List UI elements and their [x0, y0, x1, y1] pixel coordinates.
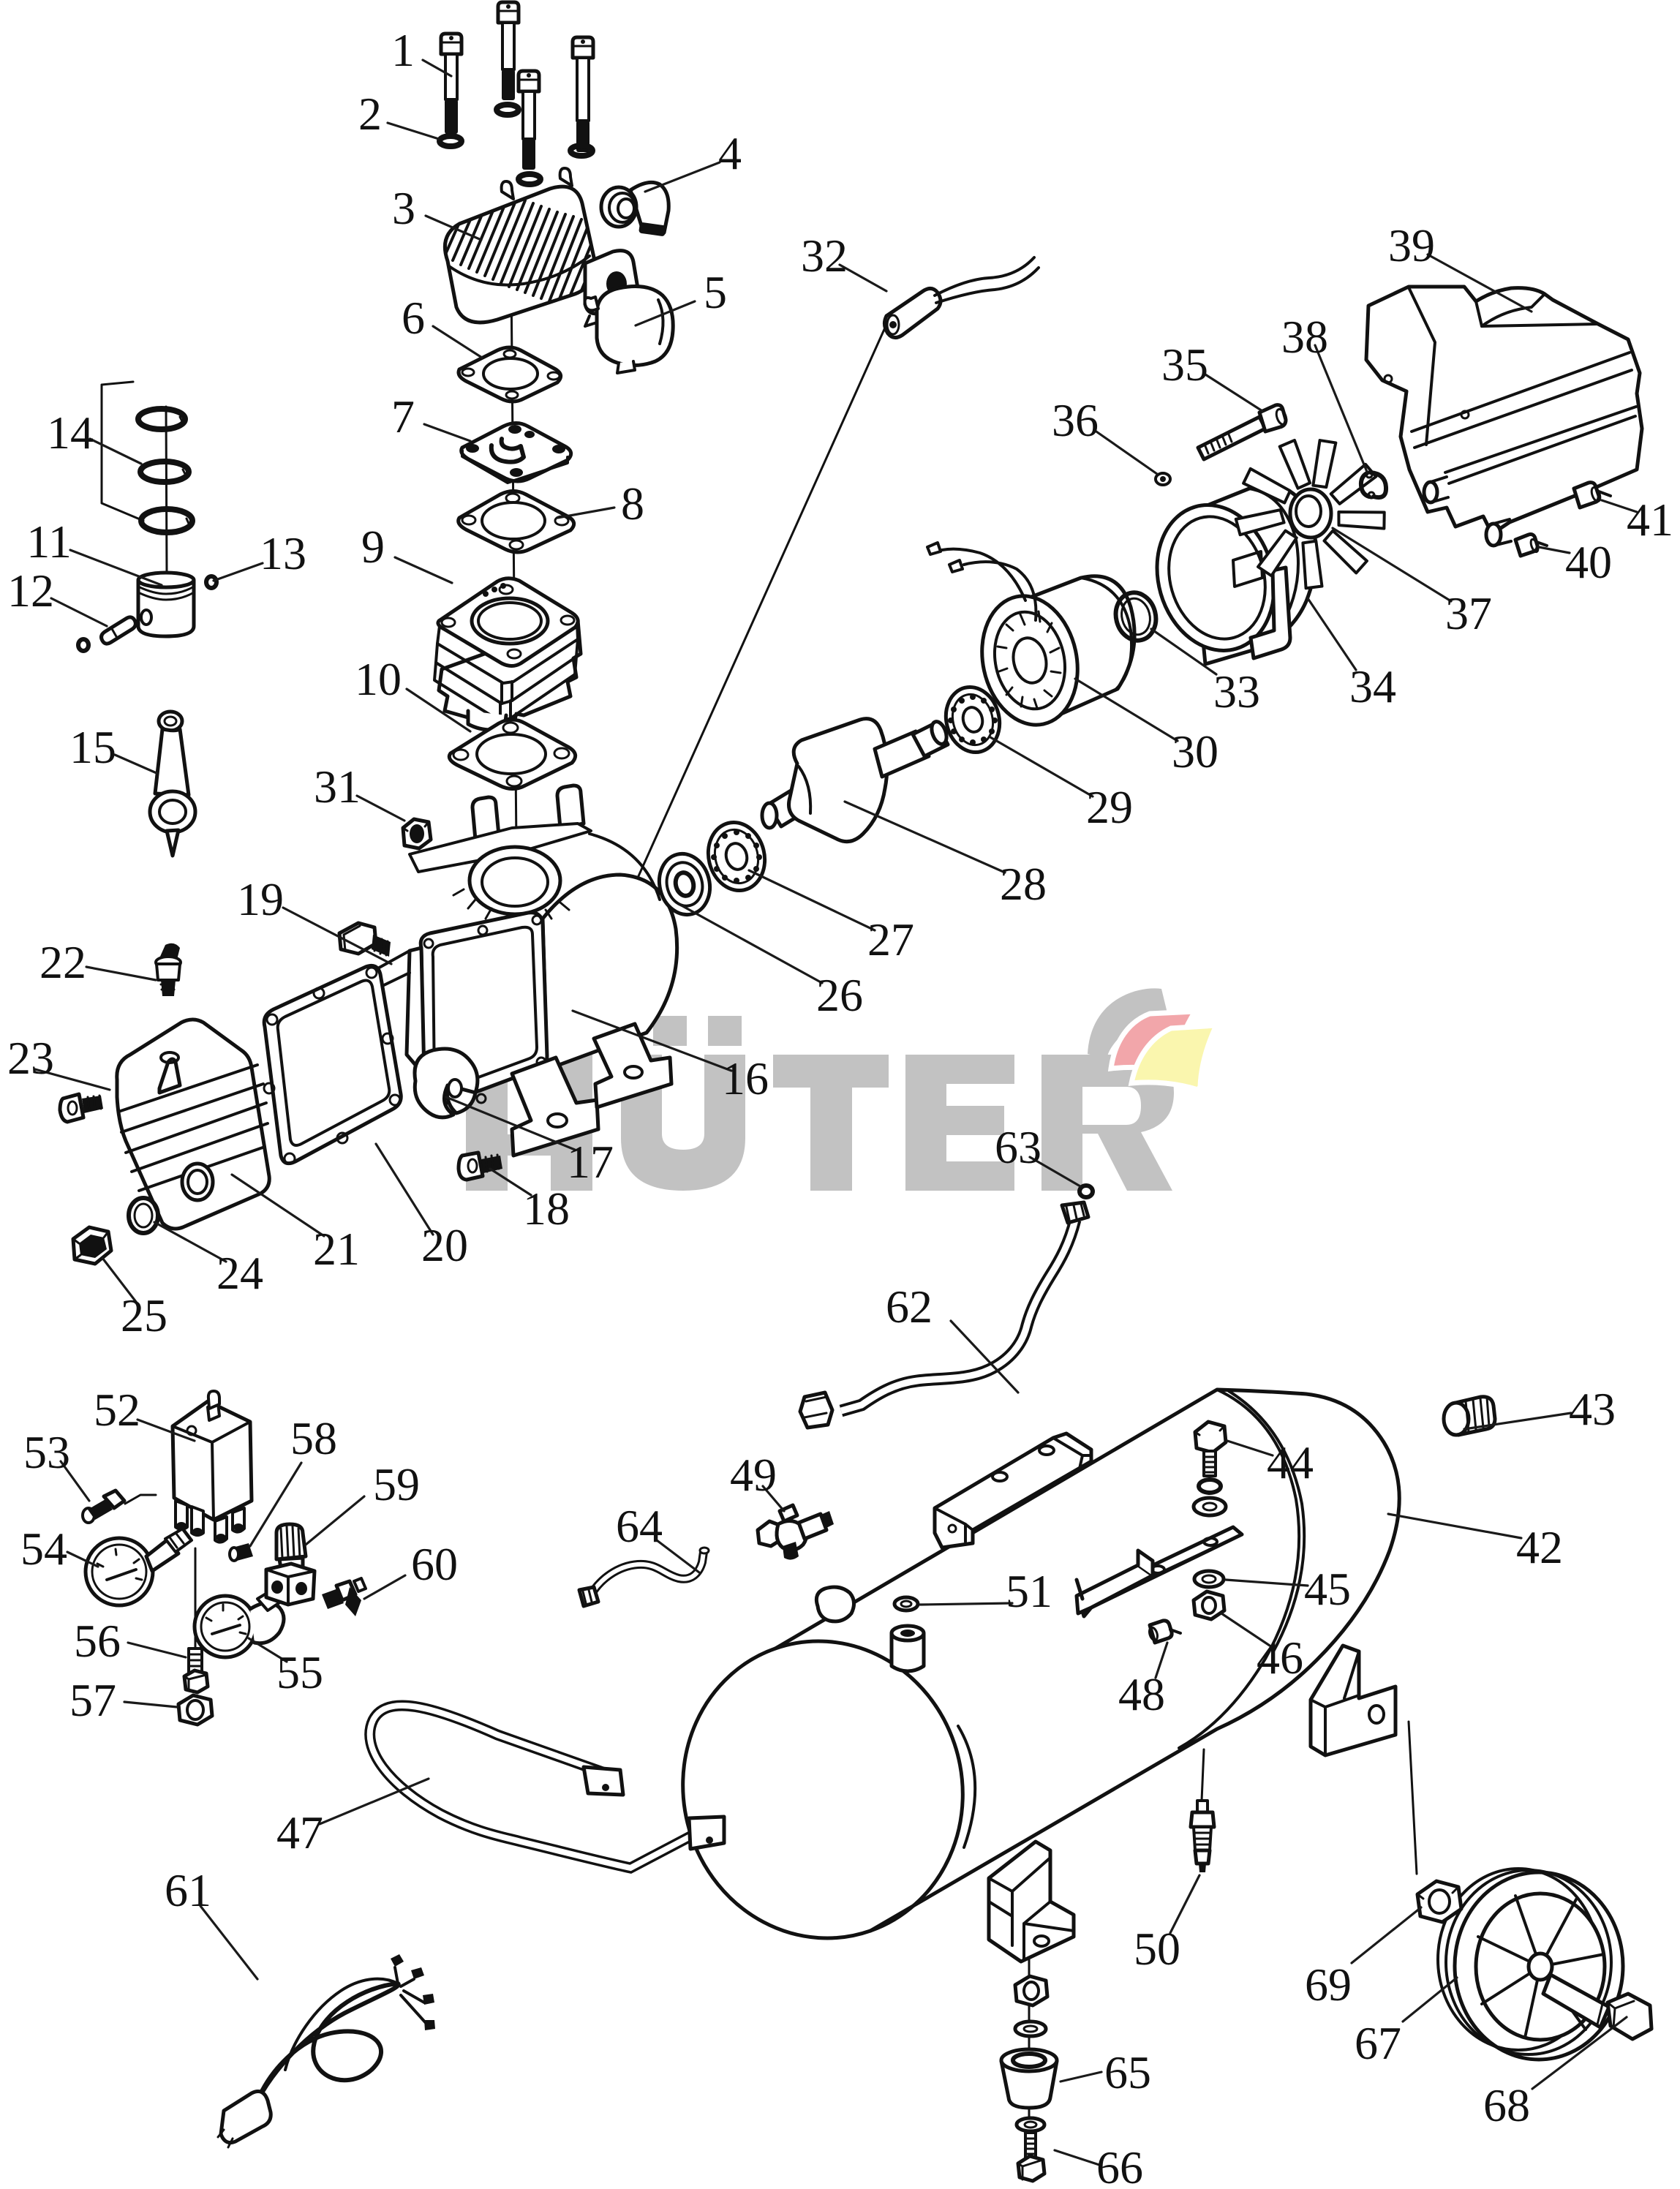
- svg-text:57: 57: [69, 1674, 116, 1726]
- svg-text:6: 6: [402, 292, 425, 344]
- svg-text:49: 49: [730, 1449, 777, 1501]
- svg-text:4: 4: [718, 127, 742, 179]
- svg-text:58: 58: [290, 1412, 337, 1464]
- svg-text:9: 9: [361, 521, 385, 573]
- svg-text:25: 25: [121, 1289, 167, 1341]
- svg-text:32: 32: [801, 230, 848, 282]
- svg-text:64: 64: [616, 1500, 663, 1552]
- svg-text:19: 19: [237, 873, 284, 925]
- svg-text:42: 42: [1516, 1521, 1563, 1573]
- svg-text:14: 14: [47, 407, 94, 459]
- svg-text:36: 36: [1052, 394, 1099, 446]
- svg-text:60: 60: [411, 1538, 458, 1590]
- svg-text:17: 17: [567, 1136, 614, 1188]
- svg-text:13: 13: [260, 527, 306, 579]
- svg-text:51: 51: [1006, 1565, 1052, 1617]
- svg-text:67: 67: [1355, 2017, 1401, 2069]
- svg-text:56: 56: [74, 1615, 121, 1667]
- svg-text:12: 12: [7, 565, 54, 617]
- svg-text:59: 59: [373, 1458, 420, 1510]
- svg-text:39: 39: [1388, 219, 1435, 271]
- svg-text:22: 22: [39, 936, 86, 988]
- svg-text:16: 16: [722, 1052, 769, 1104]
- svg-text:69: 69: [1305, 1959, 1352, 2011]
- svg-text:2: 2: [358, 88, 382, 140]
- svg-text:7: 7: [391, 391, 415, 442]
- svg-text:20: 20: [421, 1219, 468, 1271]
- svg-text:54: 54: [20, 1523, 67, 1575]
- svg-text:35: 35: [1161, 339, 1208, 391]
- svg-text:38: 38: [1281, 311, 1328, 363]
- svg-text:44: 44: [1267, 1436, 1314, 1488]
- svg-text:46: 46: [1257, 1632, 1303, 1684]
- svg-text:68: 68: [1483, 2079, 1530, 2131]
- svg-text:66: 66: [1096, 2141, 1143, 2189]
- svg-text:48: 48: [1118, 1668, 1165, 1720]
- svg-text:11: 11: [26, 516, 72, 568]
- svg-text:30: 30: [1172, 726, 1218, 777]
- svg-text:21: 21: [313, 1223, 360, 1275]
- svg-text:24: 24: [216, 1247, 263, 1299]
- svg-text:3: 3: [392, 182, 415, 234]
- svg-text:34: 34: [1349, 660, 1396, 712]
- svg-text:29: 29: [1086, 781, 1133, 833]
- svg-text:26: 26: [816, 969, 863, 1021]
- svg-text:5: 5: [704, 266, 727, 318]
- svg-text:23: 23: [7, 1032, 54, 1084]
- svg-text:33: 33: [1213, 666, 1260, 717]
- svg-text:53: 53: [23, 1426, 70, 1478]
- svg-text:28: 28: [1000, 858, 1047, 910]
- svg-text:40: 40: [1565, 536, 1612, 588]
- svg-text:10: 10: [355, 653, 402, 705]
- svg-text:55: 55: [276, 1646, 323, 1698]
- svg-text:18: 18: [523, 1183, 570, 1235]
- svg-text:62: 62: [886, 1281, 933, 1333]
- svg-text:65: 65: [1104, 2046, 1151, 2098]
- svg-text:61: 61: [165, 1864, 211, 1916]
- svg-text:47: 47: [276, 1806, 323, 1858]
- svg-text:15: 15: [69, 721, 116, 773]
- svg-text:50: 50: [1134, 1923, 1180, 1975]
- svg-text:63: 63: [995, 1121, 1041, 1173]
- svg-text:1: 1: [391, 24, 415, 76]
- svg-text:27: 27: [867, 913, 914, 965]
- svg-text:41: 41: [1627, 494, 1673, 546]
- svg-text:43: 43: [1569, 1383, 1616, 1435]
- svg-text:45: 45: [1304, 1563, 1351, 1615]
- svg-text:52: 52: [94, 1384, 140, 1436]
- svg-text:8: 8: [621, 478, 644, 530]
- svg-text:31: 31: [314, 761, 361, 813]
- svg-text:37: 37: [1445, 587, 1492, 639]
